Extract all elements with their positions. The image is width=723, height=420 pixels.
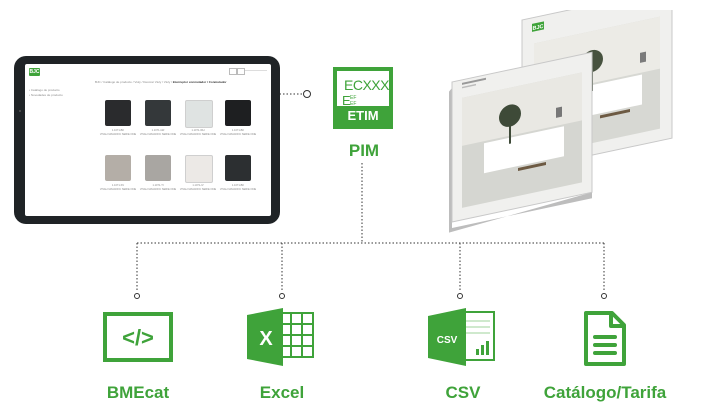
- document-icon: [584, 311, 626, 366]
- product-tile[interactable]: [185, 100, 213, 128]
- catalog-logo-back: BJC: [533, 24, 544, 32]
- excel-label: Excel: [259, 383, 305, 402]
- product-name: VIVALI MAGNIFIC SERIE ONE: [139, 133, 177, 136]
- tablet-camera: [19, 110, 21, 112]
- sidebar-link-news[interactable]: • Novedades de producto: [29, 93, 63, 97]
- catalog-tarifa-label: Catálogo/Tarifa: [543, 383, 667, 402]
- grid-view-icon[interactable]: [229, 68, 237, 75]
- sidebar-link-catalog[interactable]: • Catálogo de producto: [29, 88, 60, 92]
- product-tile[interactable]: [225, 100, 251, 126]
- product-tile[interactable]: [145, 155, 171, 181]
- etim-label: ETIM: [337, 106, 389, 125]
- code-glyph: </>: [122, 325, 154, 350]
- csv-icon: CSV: [428, 308, 495, 366]
- etim-code: ECXXX: [344, 77, 389, 93]
- product-tile[interactable]: [105, 155, 131, 181]
- etim-ef-top: EF: [350, 95, 357, 101]
- catalog-brochures-image: BJC: [449, 10, 673, 233]
- list-view-icon[interactable]: [237, 68, 245, 75]
- product-ref: 1.1071-BK: [231, 184, 245, 187]
- product-name: VIVALI MAGNIFIC SERIE ONE: [179, 188, 217, 191]
- product-name: VIVALI MAGNIFIC SERIE ONE: [99, 188, 137, 191]
- csv-label: CSV: [445, 383, 481, 402]
- product-tile[interactable]: [225, 155, 251, 181]
- top-bar-rule: [245, 70, 267, 71]
- etim-e-letter: E: [342, 93, 351, 108]
- product-tile[interactable]: [105, 100, 131, 126]
- product-ref: 1.1071-SV: [111, 184, 125, 187]
- product-ref: 1.1071-WH: [191, 129, 205, 132]
- product-name: VIVALI MAGNIFIC SERIE ONE: [139, 188, 177, 191]
- bmecat-label: BMEcat: [106, 383, 170, 402]
- etim-pim-icon: ECXXX E EF EF ETIM: [333, 67, 393, 129]
- etim-ef-bottom: EF: [350, 101, 357, 107]
- pim-label: PIM: [348, 141, 380, 160]
- product-name: VIVALI MAGNIFIC SERIE ONE: [179, 133, 217, 136]
- code-icon: </>: [103, 312, 173, 362]
- product-name: VIVALI MAGNIFIC SERIE ONE: [219, 188, 257, 191]
- product-ref: 1.1071-GR: [151, 129, 165, 132]
- product-name: VIVALI MAGNIFIC SERIE ONE: [99, 133, 137, 136]
- excel-glyph: X: [259, 328, 273, 350]
- excel-icon: X: [247, 308, 314, 366]
- brand-logo: BJC: [29, 68, 40, 76]
- csv-glyph: CSV: [437, 335, 458, 346]
- product-name: VIVALI MAGNIFIC SERIE ONE: [219, 133, 257, 136]
- product-tile[interactable]: [145, 100, 171, 126]
- product-ref: 1.1071-BK: [231, 129, 245, 132]
- product-ref: 1.1071-IV: [192, 184, 204, 187]
- breadcrumb: BJC / Catálogo de producto / Viuly / Dec…: [95, 80, 227, 84]
- tablet-screen: BJC • Catálogo de producto • Novedades d…: [25, 64, 271, 216]
- product-tile[interactable]: [185, 155, 213, 183]
- product-ref: 1.1071-TI: [152, 184, 164, 187]
- product-ref: 1.1071-BK: [111, 129, 125, 132]
